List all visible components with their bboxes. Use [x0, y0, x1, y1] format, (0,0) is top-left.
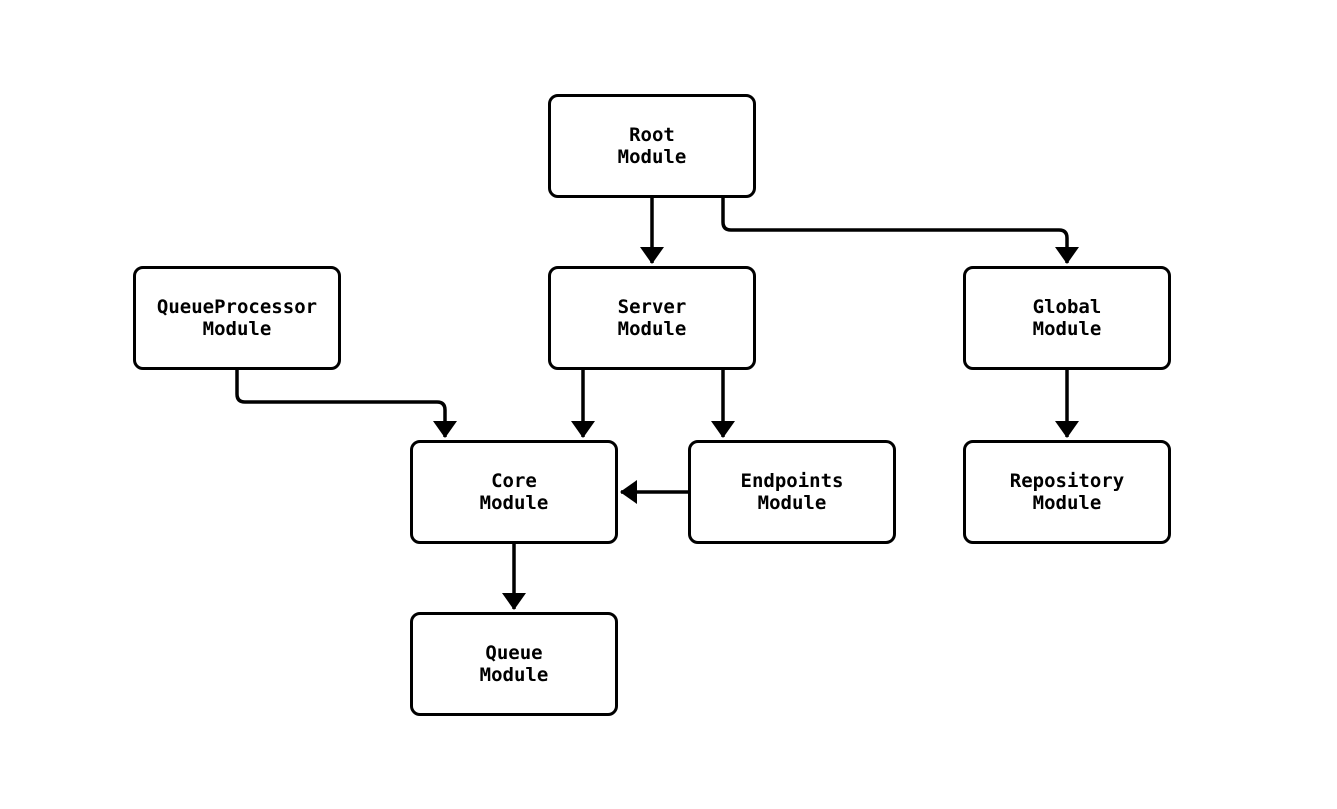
- node-label-line: Module: [617, 318, 687, 340]
- node-label-line: Module: [1032, 318, 1102, 340]
- edge-queueprocessor-to-core: [235, 370, 457, 438]
- edge-root-to-global: [721, 198, 1079, 264]
- node-repository-module: Repository Module: [963, 440, 1171, 544]
- node-queue-module: Queue Module: [410, 612, 618, 716]
- node-global-module: Global Module: [963, 266, 1171, 370]
- node-label-line: Module: [479, 664, 549, 686]
- node-label-line: Repository: [1009, 470, 1125, 492]
- node-server-module: Server Module: [548, 266, 756, 370]
- node-label-line: Module: [202, 318, 272, 340]
- node-label-line: Core: [491, 470, 537, 492]
- node-label-line: Server: [617, 296, 687, 318]
- node-label-line: Global: [1032, 296, 1102, 318]
- node-core-module: Core Module: [410, 440, 618, 544]
- node-label-line: Root: [629, 124, 675, 146]
- node-label-line: Module: [757, 492, 827, 514]
- node-label-line: Queue: [485, 642, 543, 664]
- node-label-line: Module: [479, 492, 549, 514]
- node-label-line: Module: [617, 146, 687, 168]
- node-root-module: Root Module: [548, 94, 756, 198]
- node-label-line: Endpoints: [740, 470, 844, 492]
- node-label-line: Module: [1032, 492, 1102, 514]
- node-label-line: QueueProcessor: [156, 296, 318, 318]
- node-queueprocessor-module: QueueProcessor Module: [133, 266, 341, 370]
- node-endpoints-module: Endpoints Module: [688, 440, 896, 544]
